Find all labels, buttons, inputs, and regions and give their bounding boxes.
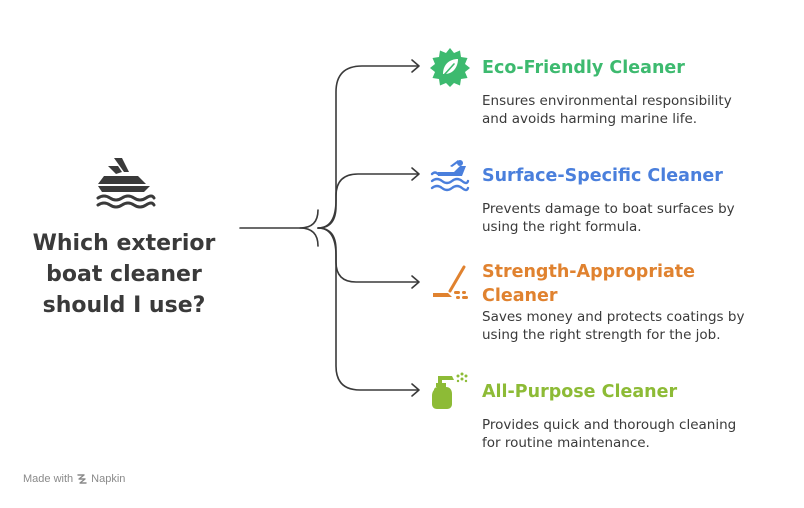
trunk-line [239,209,319,229]
connector-allpurpose [317,227,419,391]
branch-desc-surface: Prevents damage to boat surfaces by usin… [482,200,782,236]
branch-title-strength: Strength-Appropriate Cleaner [482,260,695,308]
question-line: should I use? [42,293,206,318]
desc-line: Ensures environmental responsibility [482,93,732,109]
branch-title-allpurpose: All-Purpose Cleaner [482,380,677,404]
footer-attribution[interactable]: Made with Napkin [23,473,125,485]
arrowhead-strength [411,275,420,289]
desc-line: using the right strength for the job. [482,327,721,343]
desc-line: for routine maintenance. [482,435,650,451]
connector-eco [317,65,419,229]
branch-desc-eco: Ensures environmental responsibility and… [482,92,782,128]
scrubber-brush-icon [433,265,468,299]
branch-title-surface: Surface-Specific Cleaner [482,164,723,188]
branch-desc-strength: Saves money and protects coatings by usi… [482,308,782,344]
desc-line: Saves money and protects coatings by [482,309,745,325]
arrowhead-eco [411,59,420,73]
title-line: Strength-Appropriate [482,262,695,282]
boat-waves-icon [430,160,470,192]
branch-desc-allpurpose: Provides quick and thorough cleaning for… [482,416,782,452]
title-line: All-Purpose Cleaner [482,382,678,402]
spray-bottle-icon [432,372,468,409]
title-line: Cleaner [482,286,558,306]
title-line: Eco-Friendly Cleaner [482,58,685,78]
napkin-logo-icon [77,474,87,484]
question-line: boat cleaner [46,262,202,287]
boat-icon [96,158,156,209]
desc-line: Prevents damage to boat surfaces by [482,201,735,217]
trunk-line-lower [299,227,319,247]
desc-line: and avoids harming marine life. [482,111,698,127]
desc-line: Provides quick and thorough cleaning [482,417,737,433]
central-question: Which exterior boat cleaner should I use… [18,228,230,321]
napkin-brand-label: Napkin [91,473,126,485]
eco-leaf-badge-icon [430,48,470,87]
question-line: Which exterior [32,231,216,256]
branch-title-eco: Eco-Friendly Cleaner [482,56,685,80]
connector-surface [317,173,419,229]
arrowhead-allpurpose [411,383,420,397]
title-line: Surface-Specific Cleaner [482,166,723,186]
made-with-label: Made with [23,473,74,485]
desc-line: using the right formula. [482,219,642,235]
arrowhead-surface [411,167,420,181]
